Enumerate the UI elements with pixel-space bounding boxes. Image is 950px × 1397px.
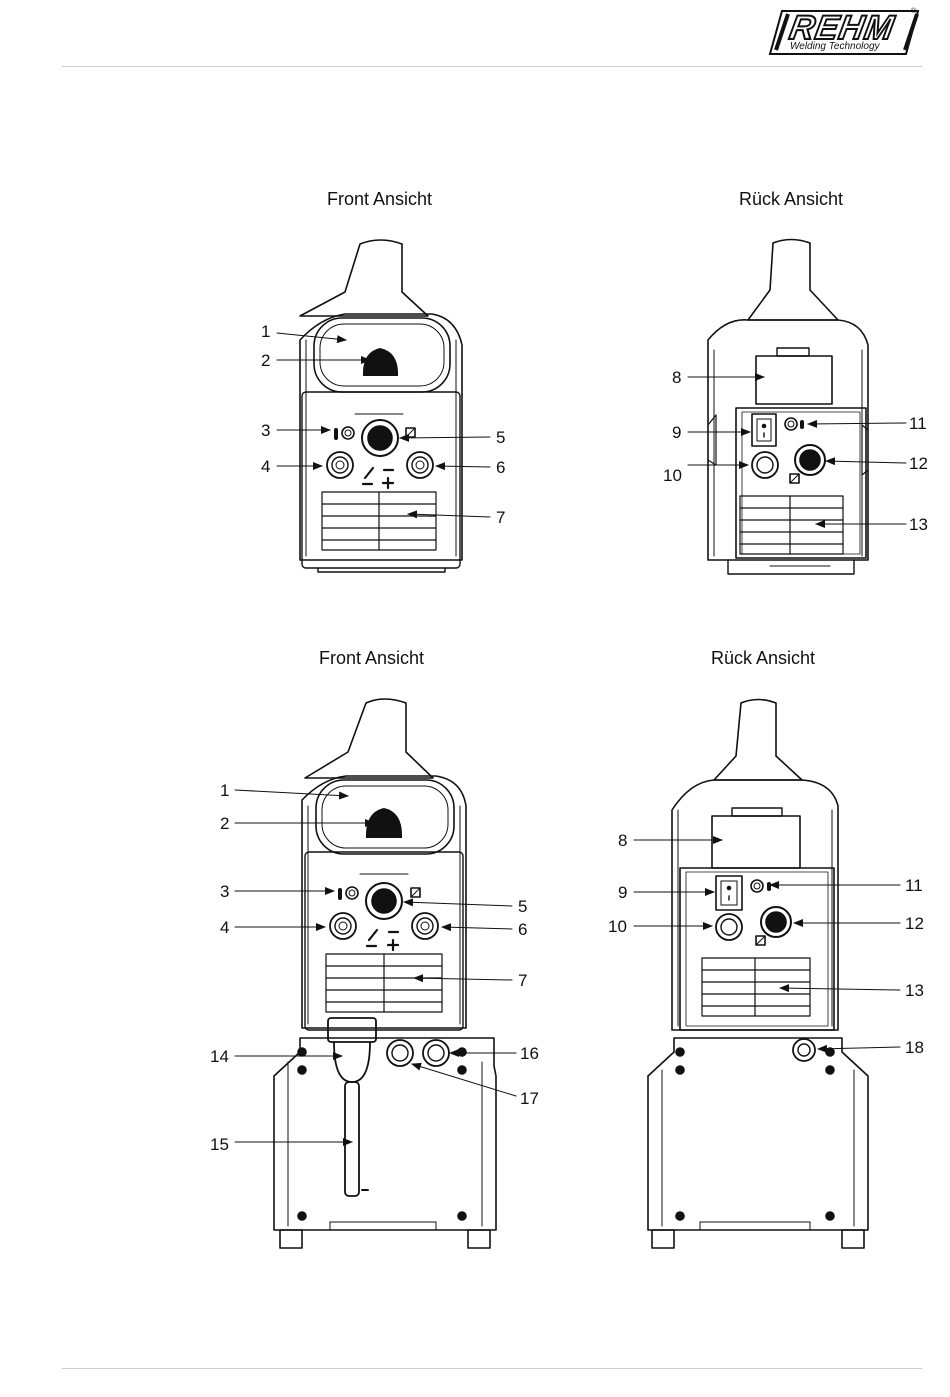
callout-8-bottom: 8 xyxy=(618,831,627,851)
callout-13-bottom: 13 xyxy=(905,981,924,1001)
bottom-front-device xyxy=(274,699,496,1248)
callout-4-top: 4 xyxy=(261,457,270,477)
callout-8-top: 8 xyxy=(672,368,681,388)
top-front-device xyxy=(300,240,462,572)
callout-4-bottom: 4 xyxy=(220,918,229,938)
callout-7-top: 7 xyxy=(496,508,505,528)
callout-5-top: 5 xyxy=(496,428,505,448)
callout-10-bottom: 10 xyxy=(608,917,627,937)
callout-10-top: 10 xyxy=(663,466,682,486)
callout-1-top: 1 xyxy=(261,322,270,342)
bottom-rear-device xyxy=(648,700,868,1249)
callout-13-top: 13 xyxy=(909,515,928,535)
callout-17-bottom: 17 xyxy=(520,1089,539,1109)
callout-12-top: 12 xyxy=(909,454,928,474)
callout-9-bottom: 9 xyxy=(618,883,627,903)
callout-2-top: 2 xyxy=(261,351,270,371)
callout-14-bottom: 14 xyxy=(210,1047,229,1067)
callout-3-top: 3 xyxy=(261,421,270,441)
callout-5-bottom: 5 xyxy=(518,897,527,917)
callout-12-bottom: 12 xyxy=(905,914,924,934)
callout-18-bottom: 18 xyxy=(905,1038,924,1058)
callout-16-bottom: 16 xyxy=(520,1044,539,1064)
callout-2-bottom: 2 xyxy=(220,814,229,834)
callout-1-bottom: 1 xyxy=(220,781,229,801)
callout-15-bottom: 15 xyxy=(210,1135,229,1155)
callout-9-top: 9 xyxy=(672,423,681,443)
callout-11-bottom: 11 xyxy=(905,876,923,896)
callout-6-bottom: 6 xyxy=(518,920,527,940)
callout-7-bottom: 7 xyxy=(518,971,527,991)
callout-11-top: 11 xyxy=(909,414,927,434)
callout-3-bottom: 3 xyxy=(220,882,229,902)
callout-6-top: 6 xyxy=(496,458,505,478)
